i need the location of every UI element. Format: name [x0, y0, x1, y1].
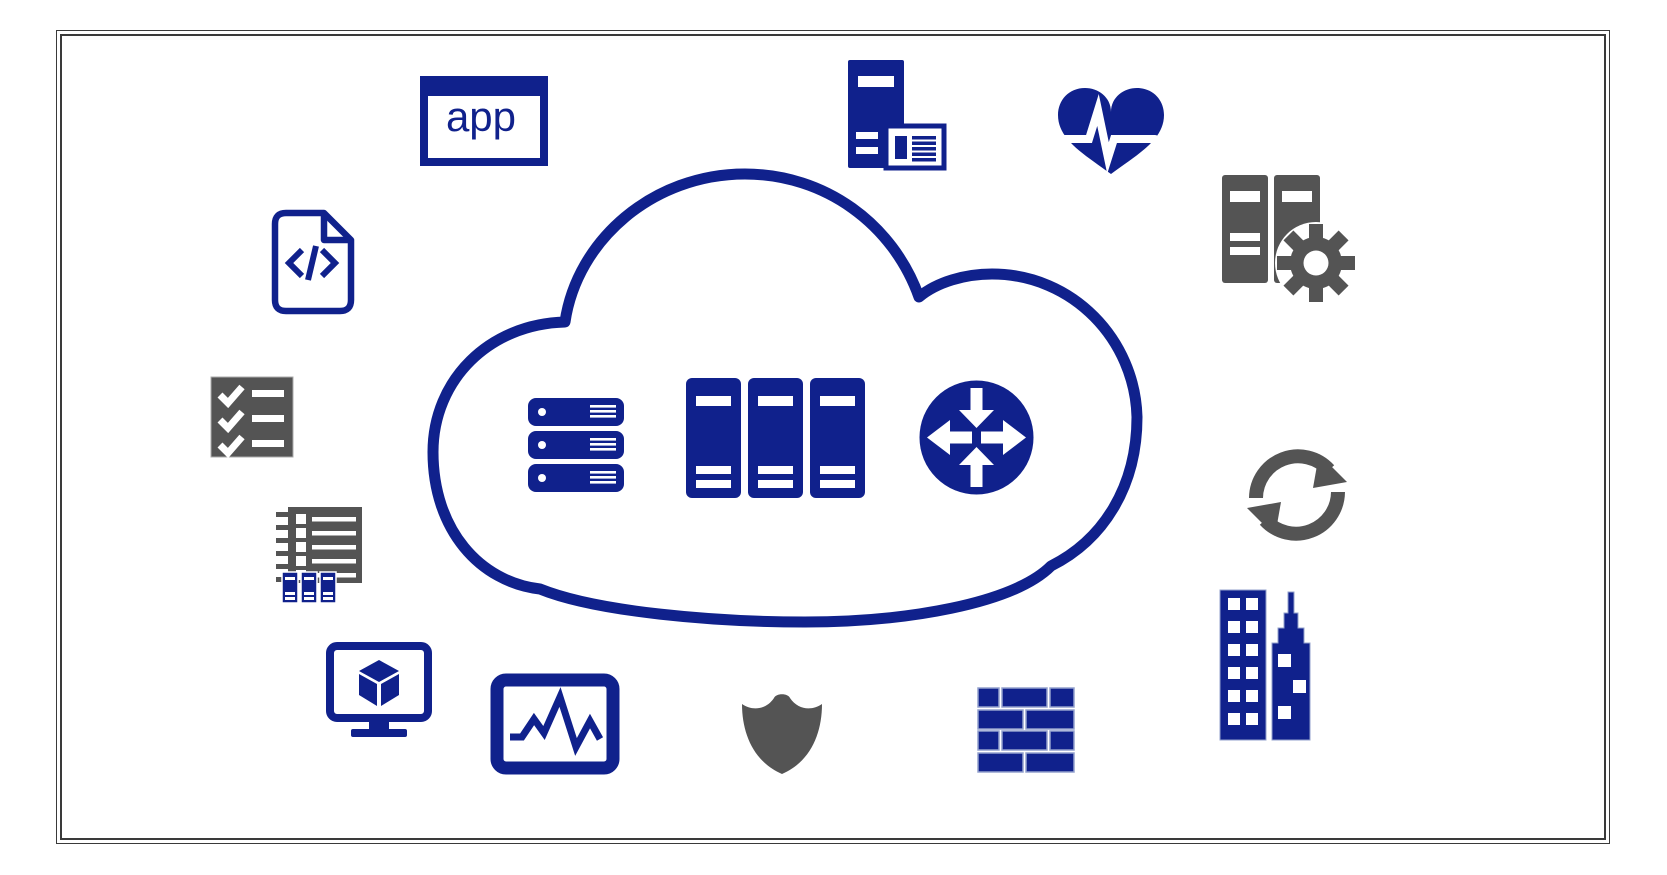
app-window-label: app: [446, 93, 516, 140]
task-list-servers-icon: [276, 500, 368, 606]
zigzag-line: [510, 687, 604, 756]
cube-icon: [359, 660, 399, 706]
mini-server-racks: [281, 571, 337, 604]
cloud-icon: [425, 152, 1145, 630]
gear-icon: [1277, 224, 1355, 302]
heart-pulse-icon: [1055, 85, 1167, 177]
chart-monitor-icon: [490, 673, 620, 775]
frame-inner-border: [60, 34, 1606, 840]
monitor-cube-icon: [326, 642, 432, 738]
server-with-card-icon: [846, 58, 947, 171]
firewall-icon: [977, 687, 1075, 773]
server-racks-icon: [686, 378, 866, 498]
shield-icon: [740, 686, 824, 776]
server-stack-icon: [528, 398, 624, 496]
frame-outer-border: [56, 30, 1610, 844]
checklist-icon: [210, 376, 294, 459]
buildings-icon: [1218, 586, 1314, 744]
app-window-icon: app: [420, 76, 548, 166]
code-file-icon: [262, 208, 362, 315]
sync-arrows-icon: [1243, 438, 1351, 552]
servers-gear-icon: [1218, 173, 1360, 304]
router-icon: [914, 375, 1039, 500]
ekg-line: [1060, 94, 1159, 174]
